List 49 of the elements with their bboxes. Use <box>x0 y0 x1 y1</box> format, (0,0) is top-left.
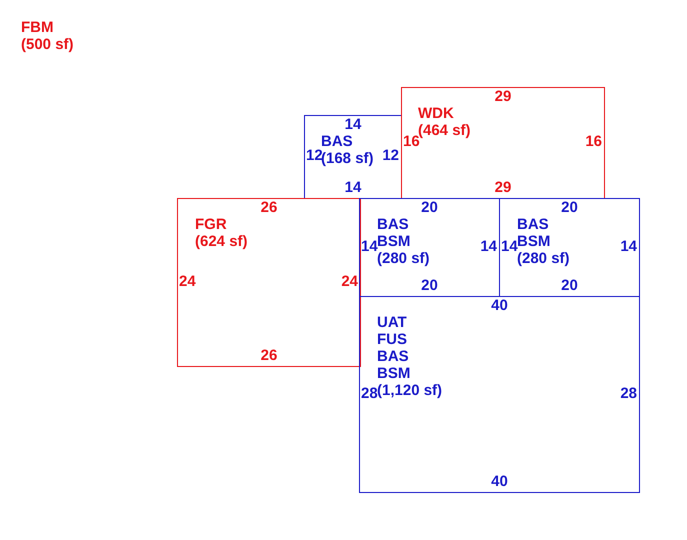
dimension-label: 24 <box>179 272 196 290</box>
dimension-label: 12 <box>306 147 323 164</box>
area-code: FBM <box>21 19 54 36</box>
room-code: BAS <box>517 216 549 233</box>
room-code: BSM <box>377 233 410 250</box>
room-code: BAS <box>321 133 353 150</box>
area-label: (1,120 sf) <box>377 382 442 399</box>
dimension-label: 20 <box>561 277 578 294</box>
area-label: (500 sf) <box>21 36 74 53</box>
dimension-label: 16 <box>403 133 420 150</box>
dimension-label: 14 <box>480 238 497 254</box>
dimension-label: 29 <box>494 88 512 105</box>
room-outline <box>359 296 640 493</box>
room-code: WDK <box>418 105 454 122</box>
area-label: (280 sf) <box>517 250 570 267</box>
dimension-label: 26 <box>260 199 278 216</box>
room-code: UAT <box>377 314 407 331</box>
dimension-label: 16 <box>585 133 602 150</box>
area-label: (624 sf) <box>195 233 248 250</box>
dimension-label: 14 <box>501 238 518 254</box>
dimension-label: 20 <box>421 277 438 294</box>
area-label: (464 sf) <box>418 122 471 139</box>
room-code: BAS <box>377 216 409 233</box>
dimension-label: 20 <box>421 199 438 216</box>
room-outline <box>304 115 402 199</box>
dimension-label: 28 <box>620 384 637 402</box>
room-outline <box>177 198 361 367</box>
dimension-label: 28 <box>361 384 378 402</box>
area-label: (280 sf) <box>377 250 430 267</box>
room-code: BSM <box>377 365 410 382</box>
room-code: BSM <box>517 233 550 250</box>
dimension-label: 20 <box>561 199 578 216</box>
dimension-label: 24 <box>341 272 358 290</box>
room-code: BAS <box>377 348 409 365</box>
dimension-label: 14 <box>361 238 378 254</box>
dimension-label: 14 <box>344 179 362 196</box>
dimension-label: 14 <box>344 116 362 133</box>
dimension-label: 14 <box>620 238 637 254</box>
area-label: (168 sf) <box>321 150 374 167</box>
dimension-label: 29 <box>494 179 512 196</box>
dimension-label: 26 <box>260 347 278 364</box>
room-outline <box>401 87 605 199</box>
room-code: FGR <box>195 216 227 233</box>
dimension-label: 12 <box>382 147 399 164</box>
dimension-label: 40 <box>491 473 508 490</box>
room-outline <box>499 198 640 297</box>
dimension-label: 40 <box>491 297 508 314</box>
room-outline <box>359 198 500 297</box>
room-code: FUS <box>377 331 407 348</box>
